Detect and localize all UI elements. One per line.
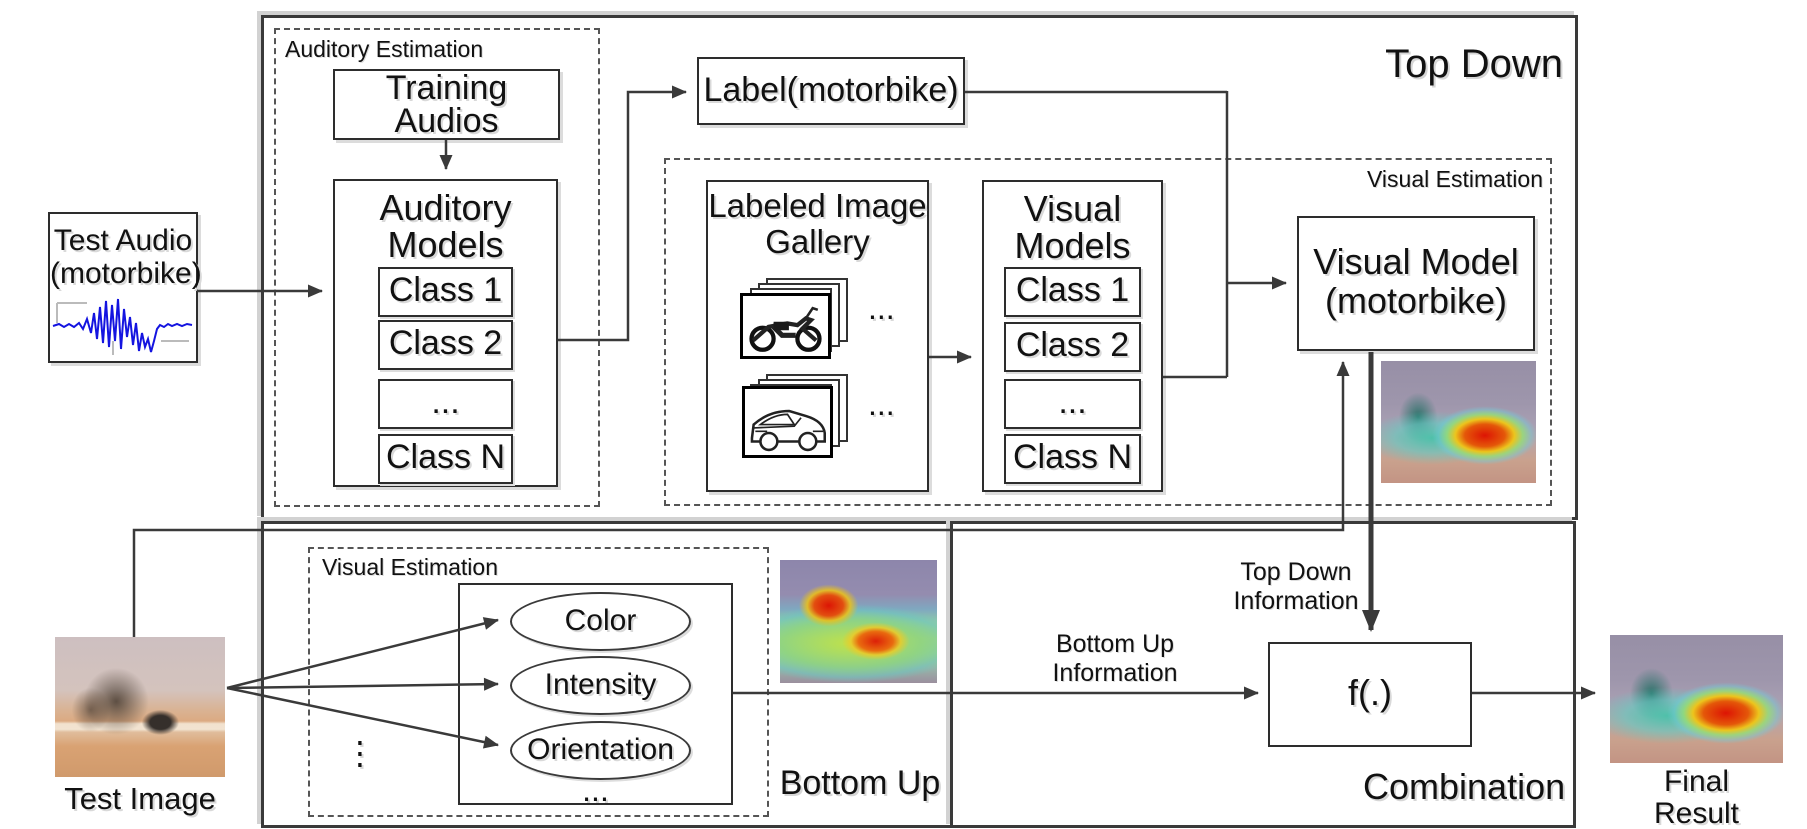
motorbike-icon xyxy=(749,306,822,352)
gallery-dots-1: ... xyxy=(868,290,895,326)
feature-maps-box: Color Intensity Orientation ... xyxy=(458,583,733,808)
label-motorbike-text: Label(motorbike) xyxy=(703,71,959,109)
visual-estimation-top-title: Visual Estimation xyxy=(1367,166,1543,192)
auditory-class-2: Class 2 xyxy=(378,320,513,370)
auditory-estimation-title: Auditory Estimation xyxy=(285,36,484,62)
top-down-saliency-map xyxy=(1381,361,1536,483)
orientation-feature-ellipse: Orientation xyxy=(510,721,691,780)
visual-estimation-bottom-title: Visual Estimation xyxy=(322,554,498,580)
visual-models-title-line1: Visual xyxy=(1023,188,1122,229)
car-sketch-frame xyxy=(742,386,833,458)
labeled-image-gallery-box: Labeled Image Gallery ... xyxy=(706,180,929,492)
visual-class-n: Class N xyxy=(1004,434,1141,484)
test-image-photo xyxy=(55,637,225,777)
intensity-feature-ellipse: Intensity xyxy=(510,656,691,715)
motorbike-image-stack xyxy=(740,278,850,360)
training-audios-line2: Audios xyxy=(394,102,499,140)
test-audio-label-line2: (motorbike) xyxy=(50,257,202,290)
features-vertical-dots: ⋮ xyxy=(344,734,376,772)
auditory-class-ellipsis: ... xyxy=(378,379,513,429)
visual-class-2: Class 2 xyxy=(1004,322,1141,372)
bottom-up-info-line2: Information xyxy=(1052,659,1178,687)
gallery-title-line1: Labeled Image xyxy=(708,187,927,224)
fusion-function-label: f(.) xyxy=(1348,672,1392,713)
car-image-stack xyxy=(740,374,850,460)
final-result-caption: Final Result xyxy=(1610,766,1783,829)
visual-class-1: Class 1 xyxy=(1004,267,1141,317)
final-result-line2: Result xyxy=(1653,797,1740,829)
test-image-caption: Test Image xyxy=(64,781,216,816)
top-down-info-line1: Top Down xyxy=(1240,558,1352,586)
test-audio-box: Test Audio (motorbike) xyxy=(48,212,202,363)
features-ellipsis: ... xyxy=(582,772,609,808)
top-down-information-label: Top Down Information xyxy=(1228,558,1364,616)
gallery-title-line2: Gallery xyxy=(765,223,870,260)
bottom-up-label: Bottom Up xyxy=(779,764,941,802)
car-icon xyxy=(750,409,826,452)
bottom-up-saliency-map xyxy=(780,560,937,683)
motorbike-photo-frame xyxy=(740,293,831,359)
test-audio-label-line1: Test Audio xyxy=(53,224,193,257)
visual-class-ellipsis: ... xyxy=(1004,379,1141,429)
final-result-line1: Final xyxy=(1663,765,1730,798)
visual-model-motorbike-box: Visual Model (motorbike) xyxy=(1297,216,1535,351)
visual-models-title-line2: Models xyxy=(1014,225,1131,266)
final-result-saliency-map xyxy=(1610,635,1783,763)
top-down-label: Top Down xyxy=(1385,42,1563,86)
combination-label: Combination xyxy=(1363,766,1566,807)
top-down-info-line2: Information xyxy=(1233,587,1359,615)
color-feature-ellipse: Color xyxy=(510,592,691,651)
auditory-class-n: Class N xyxy=(378,434,513,484)
visual-model-line2: (motorbike) xyxy=(1324,280,1508,321)
training-audios-box: Training Audios xyxy=(333,69,560,140)
auditory-class-1: Class 1 xyxy=(378,267,513,317)
gallery-dots-2: ... xyxy=(868,386,895,422)
fusion-function-box: f(.) xyxy=(1268,642,1472,747)
audio-waveform-icon xyxy=(52,298,193,355)
auditory-models-title-line1: Auditory xyxy=(379,187,512,228)
visual-models-box: Visual Models Class 1 Class 2 ... Class … xyxy=(982,180,1163,492)
bottom-up-information-label: Bottom Up Information xyxy=(1040,630,1190,688)
training-audios-line1: Training xyxy=(385,69,508,107)
bottom-up-info-line1: Bottom Up xyxy=(1055,630,1175,658)
auditory-models-title-line2: Models xyxy=(387,224,504,265)
visual-model-line1: Visual Model xyxy=(1313,241,1519,282)
auditory-models-box: Auditory Models Class 1 Class 2 ... Clas… xyxy=(333,179,558,487)
label-motorbike-box: Label(motorbike) xyxy=(697,57,965,125)
